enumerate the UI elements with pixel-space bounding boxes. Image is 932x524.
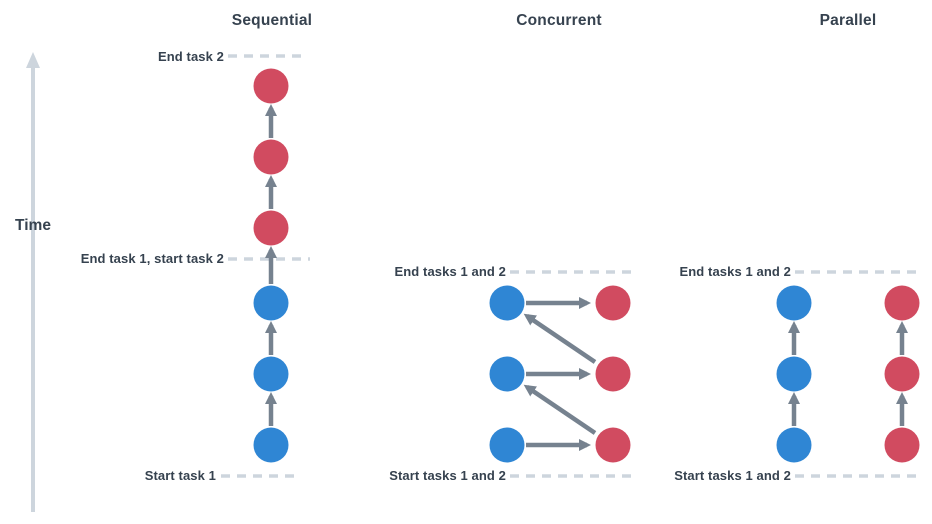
task2-node — [253, 139, 289, 175]
task2-node — [884, 356, 920, 392]
time-axis-arrowhead-icon — [26, 52, 40, 68]
task1-node — [776, 427, 812, 463]
end-task-2-label: End task 2 — [157, 49, 224, 64]
task1-node — [489, 356, 525, 392]
task2-node — [595, 427, 631, 463]
task1-node — [776, 356, 812, 392]
task2-node — [884, 285, 920, 321]
concurrent-column — [489, 270, 632, 478]
time-axis-label: Time — [15, 217, 51, 234]
task2-node — [595, 285, 631, 321]
task2-node — [253, 210, 289, 246]
end-task-1-start-task-2-label: End task 1, start task 2 — [80, 251, 224, 266]
task1-node — [776, 285, 812, 321]
start-task-1-label: Start task 1 — [144, 468, 216, 483]
diagonal-switch-arrow — [523, 384, 597, 435]
time-axis — [26, 52, 40, 512]
task1-node — [253, 427, 289, 463]
task2-node — [253, 68, 289, 104]
column-title-parallel: Parallel — [819, 12, 877, 29]
task2-node — [884, 427, 920, 463]
parallel-end-tasks-label: End tasks 1 and 2 — [679, 264, 791, 279]
diagonal-switch-arrow — [523, 313, 597, 364]
task2-node — [595, 356, 631, 392]
sequential-column — [221, 54, 310, 478]
task1-node — [489, 427, 525, 463]
column-title-concurrent: Concurrent — [516, 12, 602, 29]
parallel-start-tasks-label: Start tasks 1 and 2 — [674, 468, 791, 483]
concurrent-end-tasks-label: End tasks 1 and 2 — [394, 264, 506, 279]
task1-node — [489, 285, 525, 321]
column-title-sequential: Sequential — [231, 12, 313, 29]
concurrent-start-tasks-label: Start tasks 1 and 2 — [389, 468, 506, 483]
task1-node — [253, 285, 289, 321]
parallel-column — [776, 270, 920, 478]
task1-node — [253, 356, 289, 392]
